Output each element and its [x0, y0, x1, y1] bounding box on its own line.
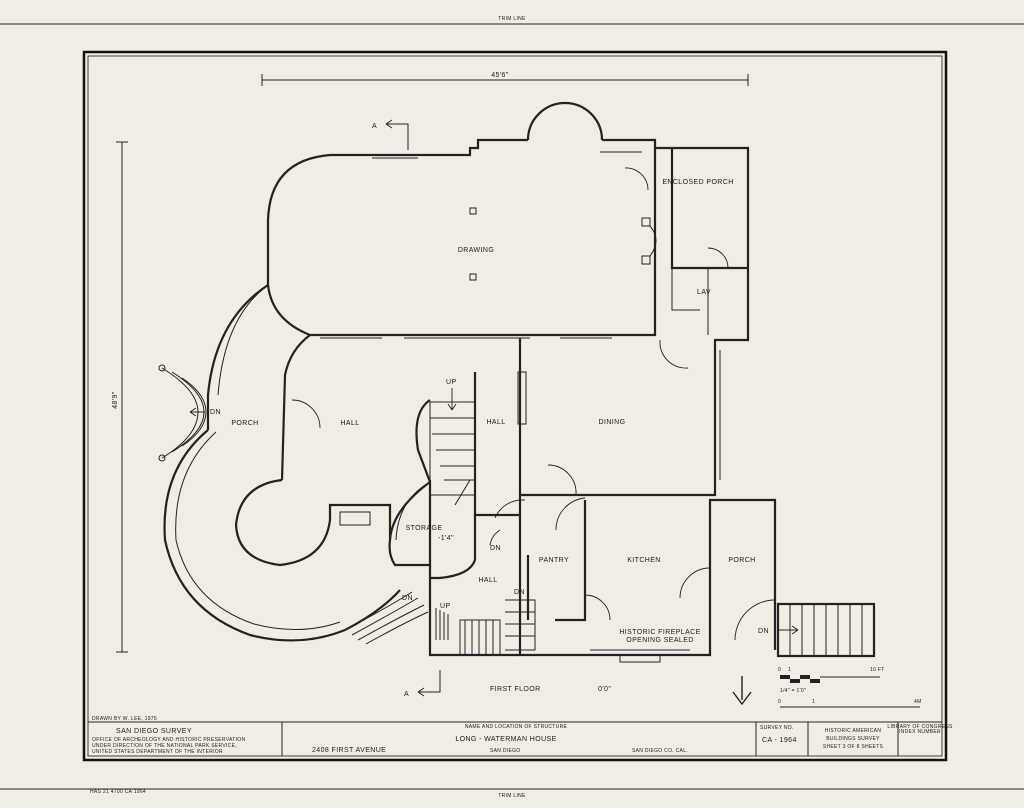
section-mark-bottom: A — [404, 670, 441, 698]
room-kitchen: KITCHEN — [627, 557, 661, 564]
scale-ft-end: 10 FT — [870, 667, 885, 673]
section-mark-top: A — [372, 119, 409, 150]
stair-dn-label-east: DN — [758, 628, 769, 635]
stair-dn-label-west: DN — [210, 409, 221, 416]
structure-heading: NAME AND LOCATION OF STRUCTURE — [465, 724, 568, 730]
north-arrow — [732, 676, 752, 706]
section-mark-bottom-label: A — [404, 691, 409, 698]
scale-ft-mid: 1 — [788, 667, 791, 673]
width-dimension: 45'6" — [261, 72, 749, 86]
stair-dn-label-porch: DN — [402, 595, 413, 602]
width-dimension-label: 45'6" — [491, 72, 509, 79]
stair-up-label-2: UP — [440, 603, 451, 610]
scale-ratio: 1/4" = 1'0" — [780, 688, 806, 694]
structure-county: SAN DIEGO CO. CAL. — [632, 748, 688, 754]
survey-name: SAN DIEGO SURVEY — [116, 728, 192, 735]
sheet-border-inner — [87, 55, 943, 757]
corner-note: HAS 21 4700 CA 1964 — [90, 789, 146, 795]
trim-label-top: TRIM LINE — [498, 16, 526, 22]
room-pantry: PANTRY — [539, 557, 569, 564]
depth-dimension: 48'9" — [112, 141, 128, 653]
room-hall-main: HALL — [340, 420, 359, 427]
plan-walls — [158, 101, 876, 663]
room-hall-center: HALL — [486, 419, 505, 426]
room-hall-lower: HALL — [478, 577, 497, 584]
room-drawing: DRAWING — [458, 247, 494, 254]
structure-name: LONG - WATERMAN HOUSE — [455, 736, 556, 743]
depth-dimension-label: 48'9" — [112, 391, 119, 409]
section-mark-top-label: A — [372, 123, 377, 130]
stair-dn-label-stair: DN — [514, 589, 525, 596]
room-storage-level: -1'4" — [438, 535, 454, 542]
library-line-2: INDEX NUMBER — [899, 729, 941, 735]
stair-up-label-1: UP — [446, 379, 457, 386]
room-storage: STORAGE — [406, 525, 443, 532]
habs-line-1: HISTORIC AMERICAN — [825, 728, 881, 734]
office-line-2: UNDER DIRECTION OF THE NATIONAL PARK SER… — [92, 743, 237, 749]
scale-m-end: 4M — [914, 699, 922, 705]
library-line-1: LIBRARY OF CONGRESS — [887, 724, 953, 730]
room-porch-west: PORCH — [231, 420, 258, 427]
office-line-3: UNITED STATES DEPARTMENT OF THE INTERIOR — [92, 749, 223, 755]
office-line-1: OFFICE OF ARCHEOLOGY AND HISTORIC PRESER… — [92, 737, 245, 743]
drawn-by: DRAWN BY W. LEE, 1975 — [92, 716, 157, 722]
title-block: DRAWN BY W. LEE, 1975 SAN DIEGO SURVEY O… — [88, 716, 953, 756]
habs-line-2: BUILDINGS SURVEY — [826, 736, 880, 742]
fireplace-note-line-1: HISTORIC FIREPLACE — [619, 629, 700, 636]
fireplace-note-line-2: OPENING SEALED — [626, 637, 693, 644]
survey-no-label: SURVEY NO. — [760, 725, 794, 731]
structure-city: SAN DIEGO — [490, 748, 520, 754]
structure-address: 2408 FIRST AVENUE — [312, 747, 386, 754]
room-lav: LAV — [697, 289, 711, 296]
room-enclosed-porch: ENCLOSED PORCH — [662, 179, 733, 186]
scale-m-start: 0 — [778, 699, 781, 705]
scale-bar: 0 1 10 FT 1/4" = 1'0" 0 1 4M — [778, 667, 922, 708]
stair-dn-label-storage: DN — [490, 545, 501, 552]
room-porch-east: PORCH — [728, 557, 755, 564]
sheet-border — [82, 50, 948, 762]
survey-no: CA - 1964 — [762, 737, 797, 744]
scale-m-mid: 1 — [812, 699, 815, 705]
scale-ft-start: 0 — [778, 667, 781, 673]
sheet-number: SHEET 3 OF 8 SHEETS — [823, 744, 884, 750]
room-dining: DINING — [599, 419, 626, 426]
trim-label-bottom: TRIM LINE — [498, 793, 526, 799]
drawing-elevation: 0'0" — [598, 686, 611, 693]
drawing-title: FIRST FLOOR — [490, 686, 541, 693]
